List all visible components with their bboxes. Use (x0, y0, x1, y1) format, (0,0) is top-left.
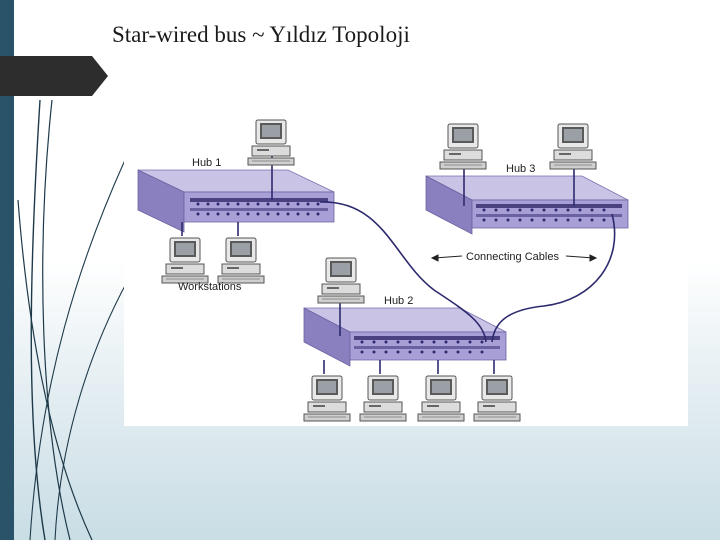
hub-1-label: Hub 1 (192, 157, 221, 169)
hub-2-label: Hub 2 (384, 295, 413, 307)
workstation-hub3-right (549, 123, 597, 170)
workstation-hub1-left (161, 237, 209, 284)
hub-1 (137, 169, 335, 233)
workstation-hub2-3 (417, 375, 465, 422)
hub-3 (425, 175, 629, 235)
workstation-hub3-left (439, 123, 487, 170)
hub-2 (303, 307, 507, 367)
workstation-hub1-right (217, 237, 265, 284)
connecting-cables-label: Connecting Cables (466, 251, 559, 263)
workstations-label: Workstations (178, 281, 242, 293)
workstation-hub2-2 (359, 375, 407, 422)
workstation-hub2-top (317, 257, 365, 304)
slide-title: Star-wired bus ~ Yıldız Topoloji (112, 22, 410, 47)
accent-sidebar (0, 0, 14, 540)
arrow-tab-decoration (0, 56, 108, 96)
workstation-hub2-1 (303, 375, 351, 422)
hub-3-label: Hub 3 (506, 163, 535, 175)
network-diagram: Hub 1 Hub 3 Hub 2 (124, 110, 688, 426)
decorative-lines (17, 99, 129, 540)
workstation-hub2-4 (473, 375, 521, 422)
workstation-hub1-top (247, 119, 295, 166)
